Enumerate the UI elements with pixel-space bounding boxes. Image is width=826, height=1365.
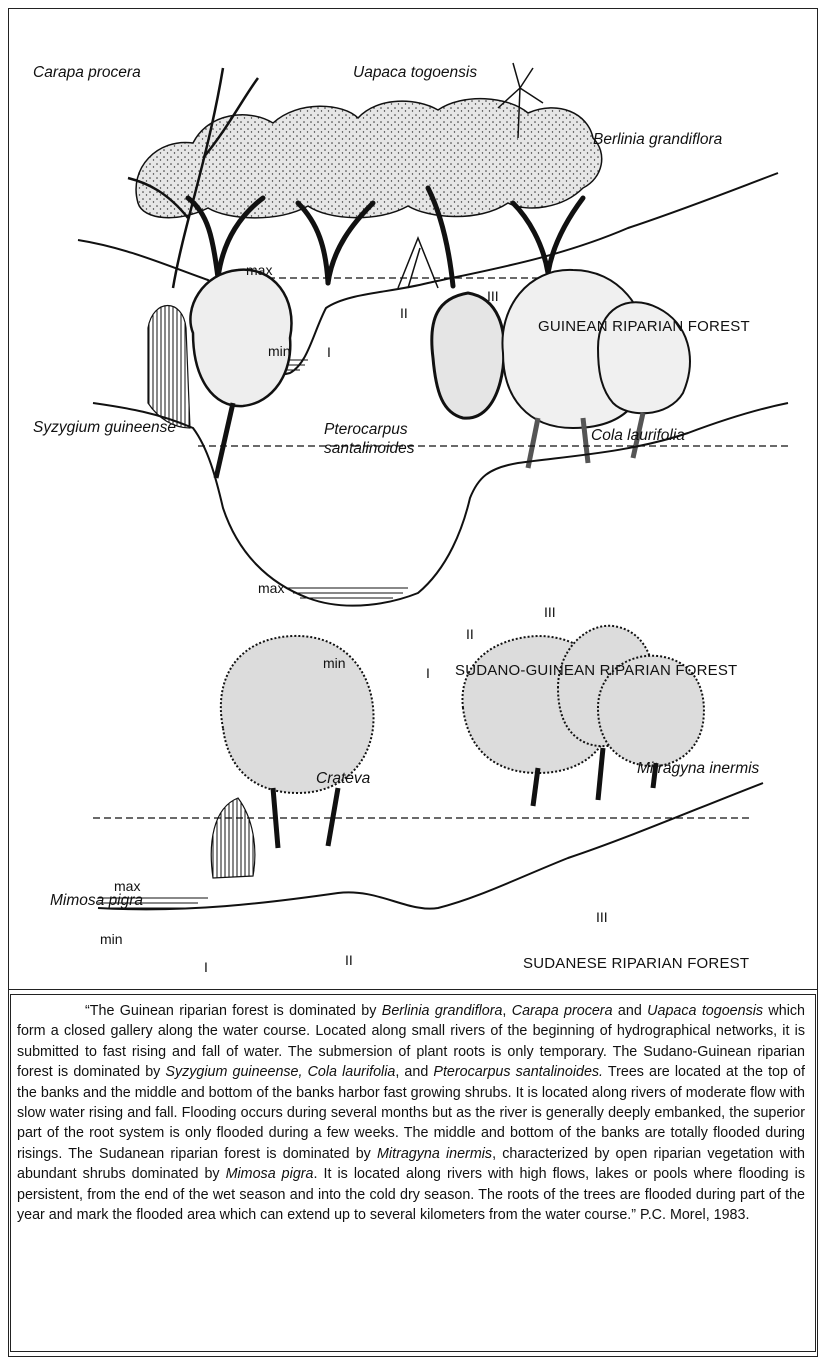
zone-label: III <box>544 604 556 620</box>
zone-label: II <box>466 626 474 642</box>
species-label: Crateva <box>316 770 370 788</box>
species-label: Uapaca togoensis <box>353 64 477 82</box>
max-level-label: max <box>114 878 140 894</box>
species-label: Berlinia grandiflora <box>593 131 722 149</box>
min-level-label: min <box>268 343 291 359</box>
zone-label: II <box>400 305 408 321</box>
species-label: Carapa procera <box>33 64 141 82</box>
caption-text-segment: “The Guinean riparian forest is dominate… <box>85 1003 382 1019</box>
zone-label: II <box>345 952 353 968</box>
caption-box: “The Guinean riparian forest is dominate… <box>10 994 816 1352</box>
zone-label: III <box>487 288 499 304</box>
species-label: Cola laurifolia <box>591 427 685 445</box>
zone-label: I <box>426 665 430 681</box>
panel-title: SUDANESE RIPARIAN FOREST <box>523 955 749 972</box>
caption-text-segment: , <box>502 1003 511 1019</box>
caption-species-name: Syzygium guineense, Cola laurifolia <box>165 1064 395 1080</box>
panel-title: SUDANO-GUINEAN RIPARIAN FOREST <box>455 662 737 679</box>
panel-title: GUINEAN RIPARIAN FOREST <box>538 318 750 335</box>
zone-label: III <box>596 909 608 925</box>
guinean-canopy <box>136 99 602 218</box>
riparian-illustration <box>8 8 818 990</box>
max-level-label: max <box>258 580 284 596</box>
caption-species-name: Carapa procera <box>512 1003 613 1019</box>
caption-species-name: Uapaca togoensis <box>647 1003 763 1019</box>
sudanese-ground <box>98 783 763 909</box>
species-label: Mimosa pigra <box>50 892 143 910</box>
species-label: Syzygium guineense <box>33 419 176 437</box>
species-label: Pterocarpus santalinoides <box>324 420 474 458</box>
min-level-label: min <box>100 931 123 947</box>
min-level-label: min <box>323 655 346 671</box>
caption-text-segment: and <box>613 1003 648 1019</box>
caption-text: “The Guinean riparian forest is dominate… <box>17 1001 805 1225</box>
zone-label: I <box>204 959 208 975</box>
species-label: Mitragyna inermis <box>637 760 759 778</box>
caption-species-name: Mitragyna inermis <box>377 1146 492 1162</box>
caption-paragraph: “The Guinean riparian forest is dominate… <box>17 1001 805 1225</box>
caption-species-name: Pterocarpus santalinoides. <box>433 1064 603 1080</box>
max-level-label: max <box>246 262 272 278</box>
caption-species-name: Berlinia grandiflora <box>382 1003 503 1019</box>
zone-label: I <box>327 344 331 360</box>
caption-species-name: Mimosa pigra <box>226 1166 314 1182</box>
caption-text-segment: , and <box>395 1064 433 1080</box>
